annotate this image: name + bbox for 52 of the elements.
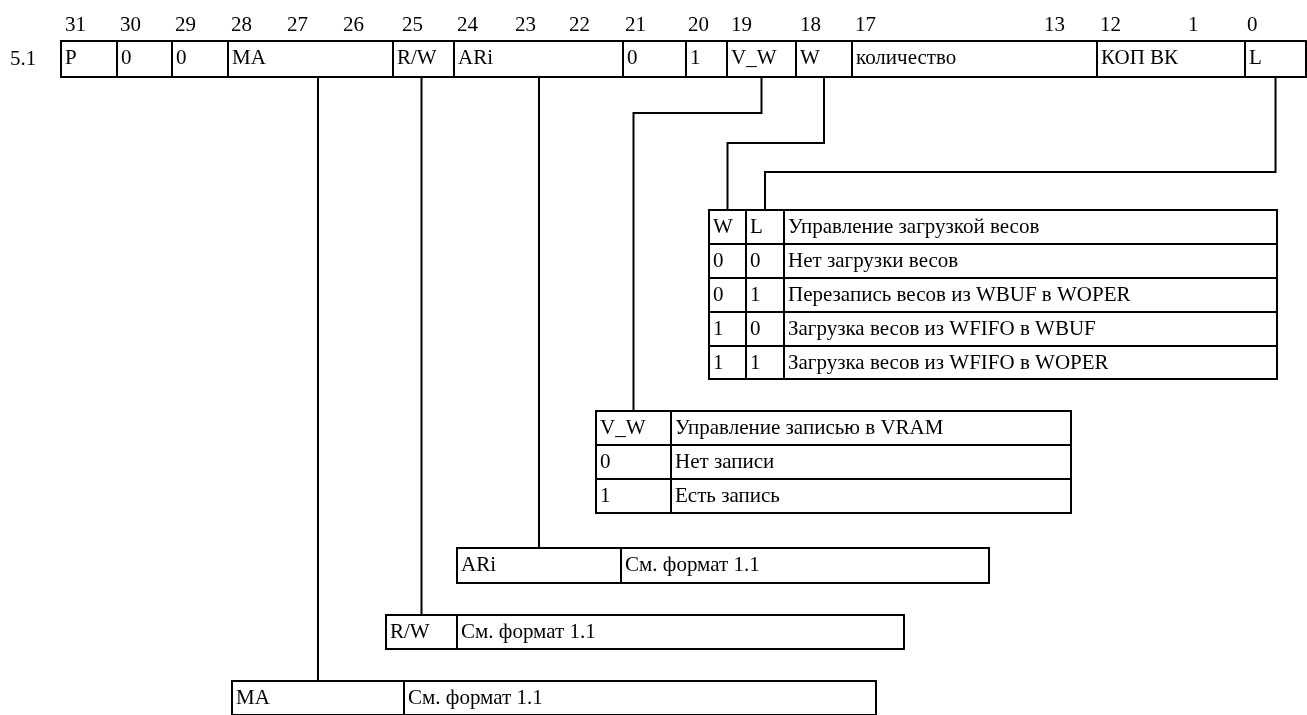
bit-number: 26	[343, 12, 364, 36]
format-number: 5.1	[10, 46, 37, 70]
table-header-cell: Управление загрузкой весов	[783, 209, 1278, 245]
bit-field-cell: P	[60, 40, 118, 78]
table-cell: Есть запись	[670, 478, 1072, 514]
bit-number: 24	[457, 12, 478, 36]
bit-field-cell: 0	[116, 40, 173, 78]
bit-number: 31	[65, 12, 86, 36]
table-header-cell: R/W	[385, 614, 458, 650]
table-header-cell: ARi	[456, 547, 622, 584]
bit-number: 23	[515, 12, 536, 36]
leader-line	[764, 77, 1277, 210]
bit-number: 25	[402, 12, 423, 36]
bit-field-cell: количество	[851, 40, 1098, 78]
bit-number: 1	[1188, 12, 1199, 36]
leader-line	[317, 77, 319, 681]
leader-line	[538, 77, 540, 548]
bit-field-cell: R/W	[392, 40, 455, 78]
bit-number: 19	[731, 12, 752, 36]
bit-field-cell: ARi	[453, 40, 624, 78]
table-cell: См. формат 1.1	[456, 614, 905, 650]
bit-number: 22	[569, 12, 590, 36]
bit-field-cell: 0	[622, 40, 687, 78]
bit-number: 29	[175, 12, 196, 36]
bit-field-cell: 1	[685, 40, 728, 78]
table-header-cell: MA	[231, 680, 405, 715]
bit-number: 18	[800, 12, 821, 36]
table-header-cell: V_W	[595, 410, 672, 446]
bit-number: 0	[1247, 12, 1258, 36]
table-cell: 1	[708, 345, 747, 380]
bit-number: 27	[287, 12, 308, 36]
table-cell: Загрузка весов из WFIFO в WOPER	[783, 345, 1278, 380]
bit-number: 28	[231, 12, 252, 36]
bit-field-cell: L	[1244, 40, 1307, 78]
bit-field-cell: W	[795, 40, 853, 78]
table-header-cell: Управление записью в VRAM	[670, 410, 1072, 446]
table-cell: См. формат 1.1	[620, 547, 990, 584]
bit-number: 30	[120, 12, 141, 36]
bit-number: 20	[688, 12, 709, 36]
bit-field-cell: V_W	[726, 40, 797, 78]
leader-line	[632, 77, 763, 411]
leader-line	[420, 77, 423, 615]
bit-field-cell: КОП ВК	[1096, 40, 1246, 78]
bit-number: 12	[1100, 12, 1121, 36]
bit-field-cell: MA	[227, 40, 394, 78]
bit-number: 21	[625, 12, 646, 36]
leader-line	[726, 77, 825, 210]
table-cell: 1	[595, 478, 672, 514]
bit-number: 17	[855, 12, 876, 36]
bit-number: 13	[1044, 12, 1065, 36]
bit-field-cell: 0	[171, 40, 229, 78]
table-cell: См. формат 1.1	[403, 680, 877, 715]
